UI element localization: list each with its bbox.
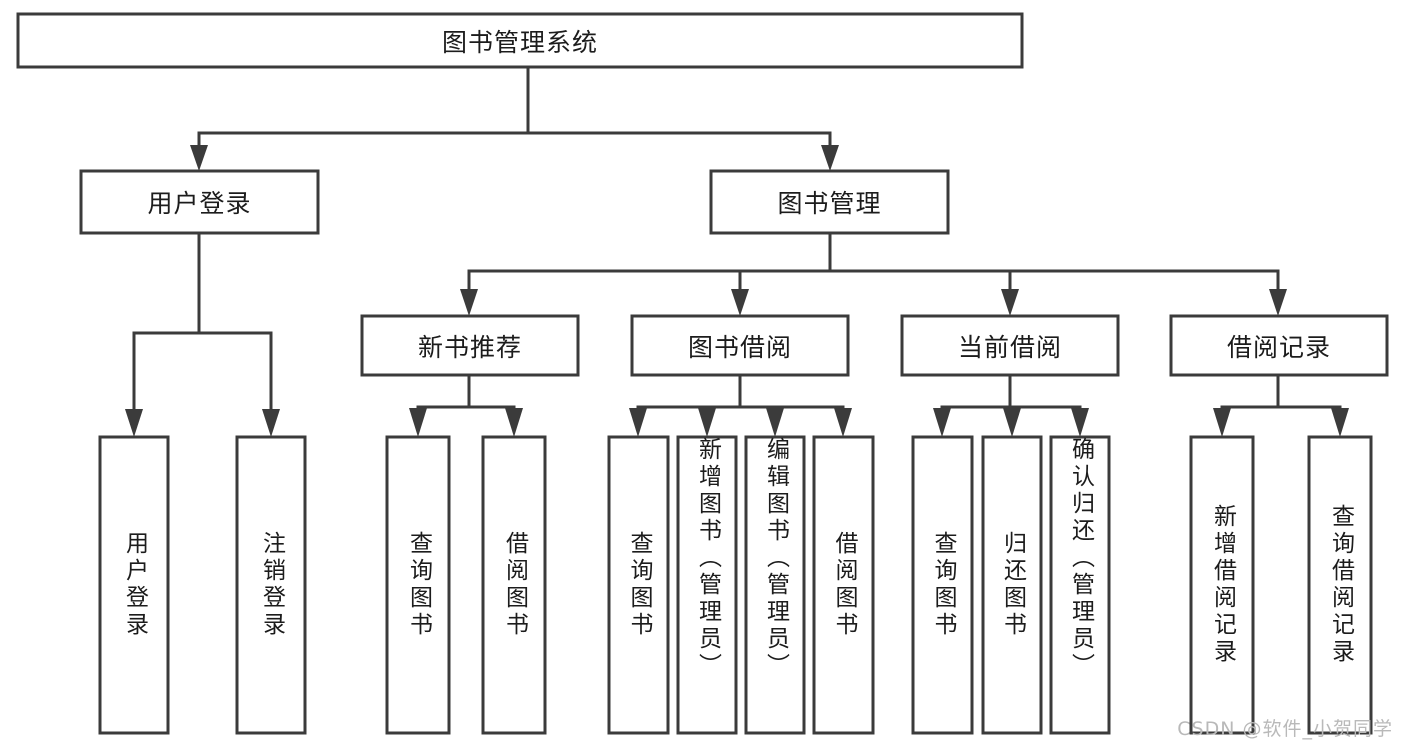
arrow-to-leaf-borrow-book-recommend	[505, 408, 523, 437]
leaf-query-book-current-box[interactable]	[911, 435, 974, 735]
csdn-watermark: CSDN @软件_小贺同学	[1177, 718, 1393, 740]
arrow-to-book-borrow	[731, 289, 749, 316]
node-book-management-box[interactable]	[709, 169, 950, 235]
arrow-to-leaf-logout	[262, 409, 280, 437]
arrow-to-leaf-add-borrow-record	[1213, 408, 1231, 437]
arrow-to-borrow-record	[1269, 289, 1287, 316]
leaf-confirm-return-admin-box[interactable]	[1049, 435, 1111, 735]
node-current-borrow-box[interactable]	[900, 314, 1120, 377]
leaf-user-login-box[interactable]	[98, 435, 170, 735]
arrow-to-leaf-query-book-current	[933, 408, 951, 437]
arrow-to-leaf-query-book-borrow	[629, 408, 647, 437]
leaf-logout-box[interactable]	[235, 435, 307, 735]
arrow-to-leaf-user-login	[125, 409, 143, 437]
leaf-query-book-recommend-box[interactable]	[385, 435, 451, 735]
node-root-box[interactable]	[16, 12, 1024, 69]
node-borrow-record-box[interactable]	[1169, 314, 1389, 377]
leaf-return-book-box[interactable]	[981, 435, 1043, 735]
arrow-root-to-user-login	[190, 145, 208, 171]
arrow-to-leaf-query-book-recommend	[409, 408, 427, 437]
leaf-add-book-admin-box[interactable]	[676, 435, 738, 735]
leaf-add-borrow-record-box[interactable]	[1189, 435, 1255, 735]
leaf-borrow-book-recommend-box[interactable]	[481, 435, 547, 735]
node-new-book-recommend-box[interactable]	[360, 314, 580, 377]
arrow-to-leaf-return-book	[1003, 408, 1021, 437]
leaf-borrow-book-borrow-box[interactable]	[812, 435, 875, 735]
arrow-root-to-book-management	[821, 145, 839, 171]
leaf-edit-book-admin-box[interactable]	[744, 435, 806, 735]
leaf-query-borrow-record-box[interactable]	[1307, 435, 1373, 735]
arrow-to-leaf-confirm-return-admin	[1071, 408, 1089, 437]
arrow-to-leaf-borrow-book-borrow	[834, 408, 852, 437]
arrow-to-leaf-add-book-admin	[698, 408, 716, 437]
arrow-to-leaf-query-borrow-record	[1331, 408, 1349, 437]
leaf-query-book-borrow-box[interactable]	[607, 435, 670, 735]
arrow-to-current-borrow	[1001, 289, 1019, 316]
node-user-login-box[interactable]	[79, 169, 320, 235]
arrow-to-leaf-edit-book-admin	[766, 408, 784, 437]
node-book-borrow-box[interactable]	[630, 314, 850, 377]
arrow-to-new-book-recommend	[460, 289, 478, 316]
